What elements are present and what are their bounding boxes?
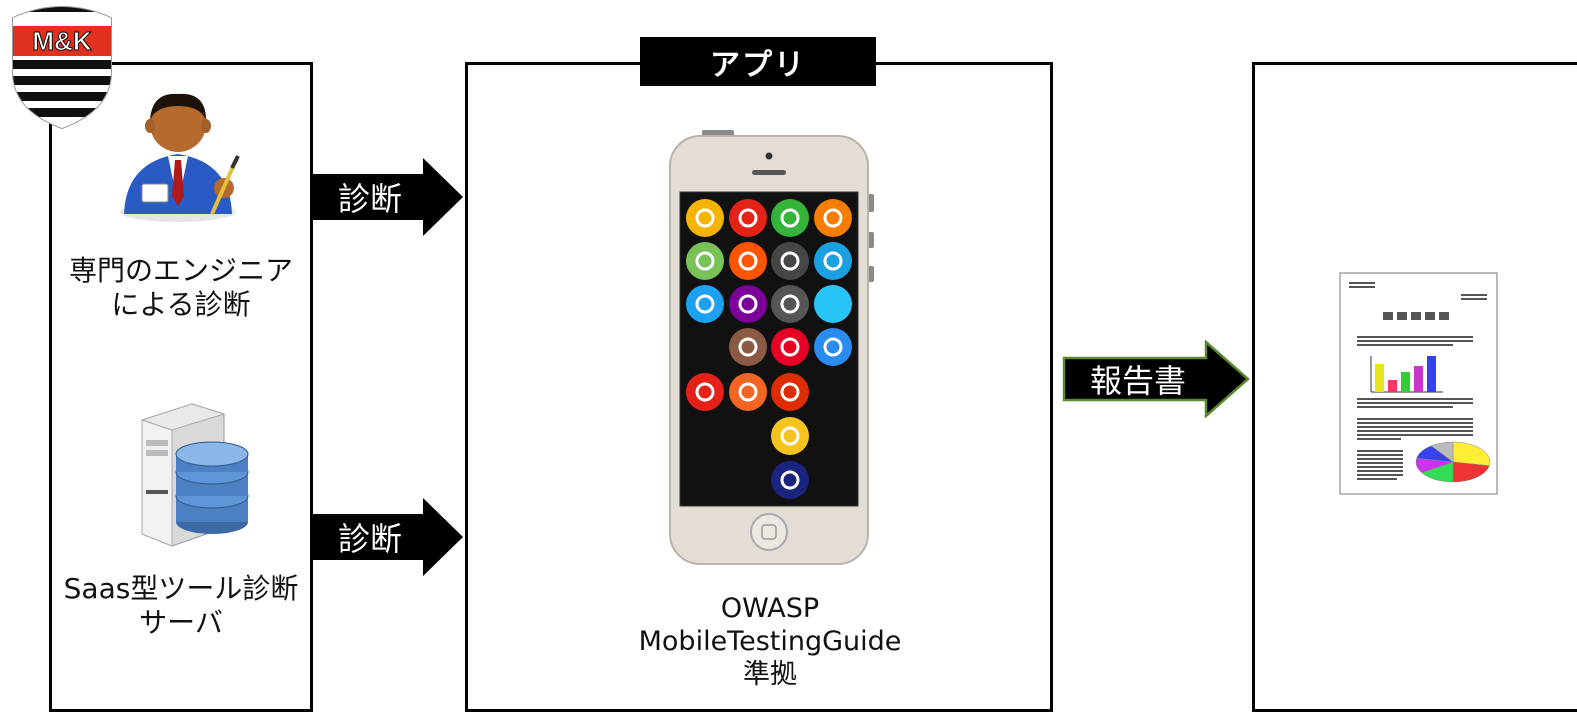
- report-bar: [1375, 364, 1384, 392]
- browser-icon[interactable]: [814, 242, 852, 280]
- smartphone-icon: [669, 130, 874, 565]
- app-panel-title: アプリ: [640, 37, 876, 86]
- report-bar: [1401, 372, 1410, 392]
- engineer-person-icon: [120, 93, 240, 222]
- report-bar: [1427, 356, 1436, 392]
- diagnose-arrow-bottom-label: 診断: [338, 520, 403, 558]
- server-caption: Saas型ツール診断 サーバ: [49, 572, 313, 640]
- youtube-icon[interactable]: [729, 199, 767, 237]
- server-database-icon: [140, 403, 249, 547]
- picasa-icon[interactable]: [771, 417, 809, 455]
- android-icon[interactable]: [686, 242, 724, 280]
- blogger-icon[interactable]: [814, 199, 852, 237]
- owasp-caption-line-2: MobileTestingGuide: [638, 626, 902, 657]
- mk-logo-icon: M&K: [12, 6, 112, 130]
- wordpress-icon[interactable]: [771, 242, 809, 280]
- blank-blue-icon[interactable]: [814, 285, 852, 323]
- diagnose-arrow-bottom: [313, 498, 463, 576]
- report-pie-slice: [1452, 461, 1490, 483]
- server-caption-line-1: Saas型ツール診断: [63, 572, 299, 605]
- google-drive-icon[interactable]: [686, 199, 724, 237]
- report-bar: [1414, 366, 1423, 392]
- engineer-caption-line-2: による診断: [111, 288, 251, 321]
- report-bar: [1388, 380, 1397, 392]
- facebook-icon[interactable]: [771, 461, 809, 499]
- instagram-icon[interactable]: [729, 328, 767, 366]
- rss-icon[interactable]: [729, 373, 767, 411]
- report-arrow: [1062, 340, 1250, 418]
- owasp-caption-line-3: 準拠: [743, 659, 797, 690]
- engineer-caption-line-1: 専門のエンジニア: [68, 254, 293, 287]
- dropbox-icon[interactable]: [814, 328, 852, 366]
- yahoo-icon[interactable]: [729, 285, 767, 323]
- phone-icon[interactable]: [771, 199, 809, 237]
- report-pie-slice: [1452, 441, 1491, 467]
- server-caption-line-2: サーバ: [139, 606, 223, 639]
- twitter-icon[interactable]: [686, 285, 724, 323]
- soundcloud-icon[interactable]: [729, 242, 767, 280]
- youtube-old-icon[interactable]: [686, 373, 724, 411]
- google-plus-icon[interactable]: [771, 373, 809, 411]
- diagnose-arrow-top: [313, 158, 463, 236]
- report-pie-slice: [1430, 441, 1454, 463]
- report-document-icon: [1339, 272, 1498, 495]
- engineer-caption: 専門のエンジニア による診断: [49, 254, 313, 322]
- report-arrow-label: 報告書: [1090, 362, 1187, 400]
- owasp-caption: OWASP MobileTestingGuide 準拠: [600, 592, 940, 691]
- pinterest-icon[interactable]: [771, 328, 809, 366]
- diagnose-arrow-top-label: 診断: [338, 180, 403, 218]
- apple-icon[interactable]: [771, 285, 809, 323]
- owasp-caption-line-1: OWASP: [720, 593, 820, 624]
- logo-text: M&K: [32, 26, 91, 56]
